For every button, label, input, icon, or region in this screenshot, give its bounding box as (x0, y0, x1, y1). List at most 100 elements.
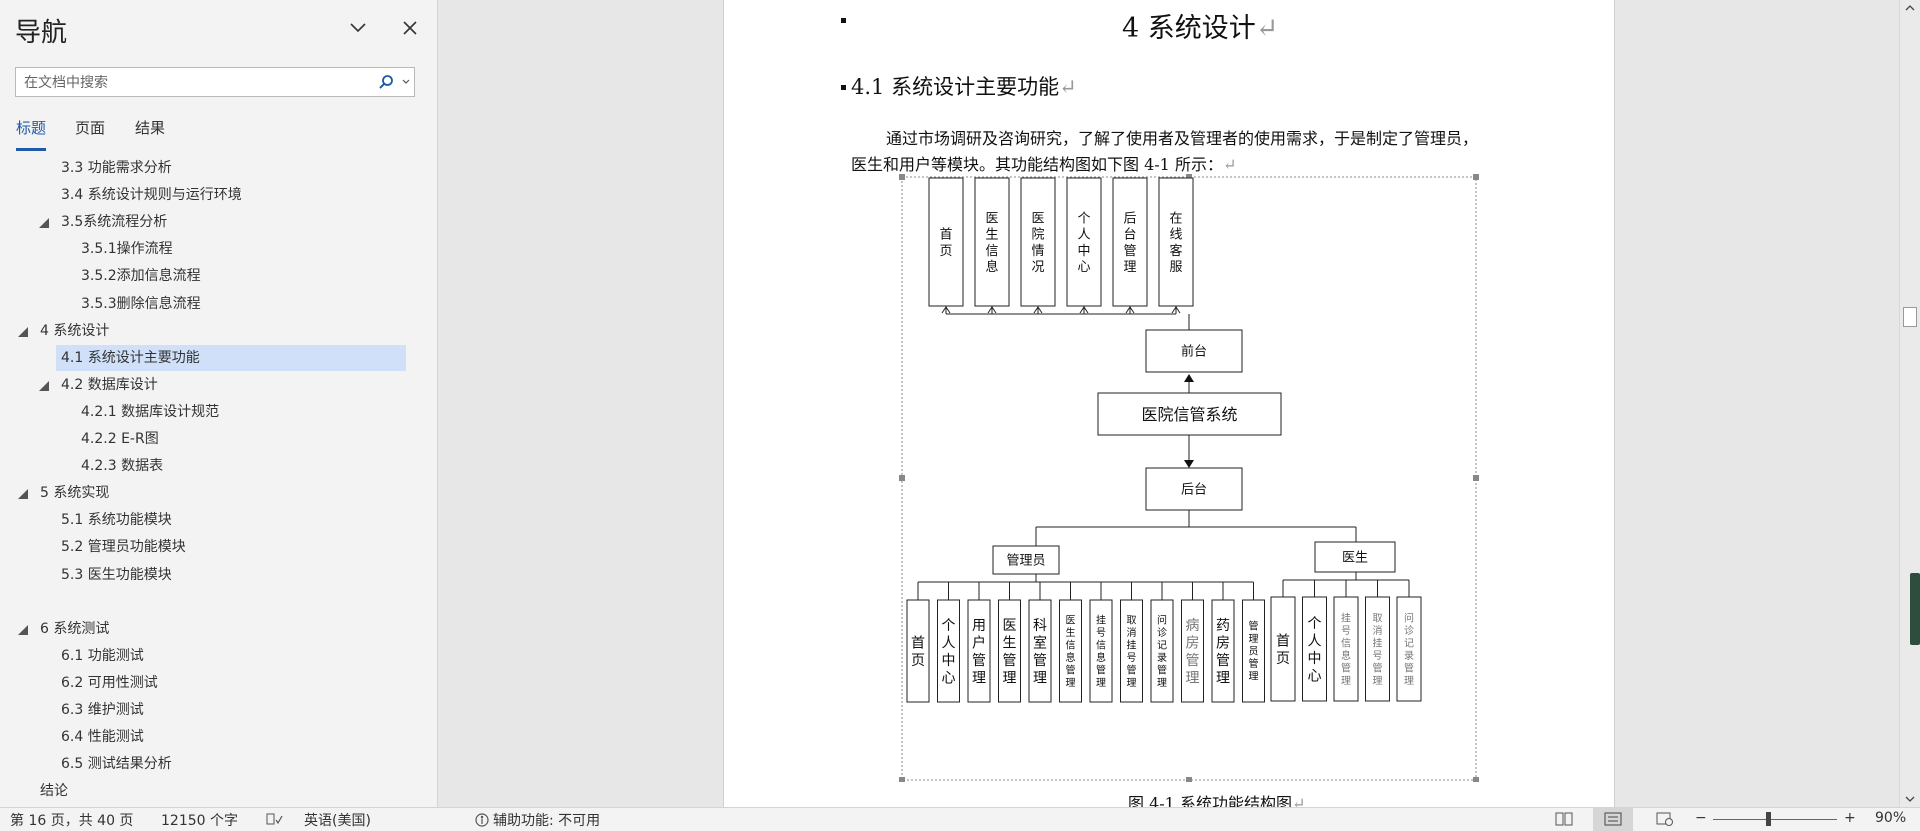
nav-tree-label: 4.2.3 数据表 (81, 458, 164, 475)
resize-handle[interactable] (899, 777, 905, 782)
admin-module-box[interactable] (1242, 599, 1265, 703)
nav-tree-item[interactable]: 3.4 系统设计规则与运行环境 (61, 182, 242, 208)
nav-tree-item[interactable]: 3.5.3删除信息流程 (81, 291, 201, 317)
nav-tree-item[interactable]: 结论 (40, 778, 68, 804)
front-box-label: 前台 (1181, 344, 1207, 360)
nav-tree-item[interactable]: 5.1 系统功能模块 (61, 507, 172, 533)
nav-tree-label: 6.5 测试结果分析 (61, 756, 172, 773)
expand-toggle-icon[interactable] (18, 326, 28, 337)
function-structure-figure[interactable]: 首页医生信息医院情况个人中心后台管理在线客服前台医院信管系统后台管理员医生首页个… (894, 172, 1485, 782)
nav-tree-item[interactable]: 6.5 测试结果分析 (61, 751, 172, 777)
nav-tree-item[interactable]: 4.2.3 数据表 (81, 453, 163, 479)
admin-module-box[interactable] (1211, 599, 1235, 703)
word-count[interactable]: 12150 个字 (161, 813, 238, 829)
page-count[interactable]: 第 16 页，共 40 页 (10, 813, 134, 829)
language[interactable]: 英语(美国) (304, 813, 371, 829)
doctor-module-box[interactable] (1270, 596, 1296, 702)
expand-toggle-icon[interactable] (18, 489, 28, 500)
tab-pages[interactable]: 页面 (75, 119, 106, 137)
front-module-box[interactable] (1020, 177, 1056, 307)
vertical-scrollbar[interactable] (1899, 0, 1920, 807)
nav-tree-item[interactable]: 6.3 维护测试 (61, 697, 144, 723)
nav-tree-item[interactable]: 3.5.1操作流程 (81, 236, 173, 262)
zoom-slider[interactable] (1713, 819, 1837, 820)
search-input[interactable] (22, 71, 376, 95)
tab-headings[interactable]: 标题 (16, 118, 47, 151)
expand-toggle-icon[interactable] (39, 218, 49, 229)
admin-module-box-label: 个人中心 (942, 618, 956, 687)
admin-module-box[interactable] (1089, 599, 1113, 703)
front-box[interactable] (1145, 329, 1243, 373)
front-module-box[interactable] (974, 177, 1010, 307)
arrow-head (1079, 306, 1089, 314)
side-panel-handle[interactable] (1910, 573, 1920, 645)
front-module-box[interactable] (1158, 177, 1194, 307)
read-mode-icon[interactable] (1555, 812, 1573, 826)
search-icon[interactable] (378, 74, 394, 90)
arrow-head (987, 306, 997, 314)
web-layout-icon[interactable] (1656, 812, 1674, 826)
document-page[interactable]: 4 系统设计↵ 4.1 系统设计主要功能↵ 通过市场调研及咨询研究，了解了使用者… (723, 0, 1615, 807)
nav-tree-item[interactable]: 3.5系统流程分析 (61, 209, 167, 235)
admin-module-box[interactable] (1181, 599, 1204, 703)
zoom-slider-thumb[interactable] (1766, 812, 1771, 826)
admin-module-box[interactable] (998, 599, 1021, 703)
nav-tree-item[interactable]: 5 系统实现 (40, 480, 109, 506)
admin-box[interactable] (992, 545, 1060, 575)
doctor-module-box[interactable] (1333, 596, 1359, 702)
resize-handle[interactable] (1473, 777, 1479, 782)
zoom-in-button[interactable]: + (1844, 810, 1856, 826)
admin-module-box[interactable] (1150, 599, 1174, 703)
front-module-box[interactable] (1112, 177, 1148, 307)
print-layout-button[interactable] (1593, 808, 1633, 831)
nav-tree-item[interactable]: 4.1 系统设计主要功能 (56, 344, 406, 371)
chevron-down-icon[interactable] (344, 14, 372, 42)
admin-module-box[interactable] (1028, 599, 1052, 703)
front-module-box[interactable] (928, 177, 964, 307)
root-box[interactable] (1097, 392, 1282, 436)
close-icon[interactable] (396, 14, 424, 42)
scroll-thumb[interactable] (1903, 307, 1917, 327)
doctor-box[interactable] (1314, 541, 1396, 573)
doctor-module-box[interactable] (1302, 596, 1327, 702)
resize-handle[interactable] (1186, 777, 1192, 782)
expand-toggle-icon[interactable] (18, 624, 28, 635)
front-module-box[interactable] (1066, 177, 1102, 307)
nav-tree-item[interactable]: 4 系统设计 (40, 318, 109, 344)
admin-module-box[interactable] (906, 599, 930, 703)
zoom-out-button[interactable]: − (1695, 810, 1707, 826)
doctor-module-box[interactable] (1396, 596, 1422, 702)
proofing-icon[interactable] (266, 812, 283, 827)
resize-handle[interactable] (1186, 174, 1192, 180)
nav-tree-item[interactable]: 4.2.1 数据库设计规范 (81, 399, 219, 425)
admin-module-box[interactable] (967, 599, 991, 703)
resize-handle[interactable] (1473, 174, 1479, 180)
admin-module-box[interactable] (1120, 599, 1143, 703)
nav-tree-item[interactable]: 3.3 功能需求分析 (61, 155, 172, 181)
expand-toggle-icon[interactable] (39, 380, 49, 391)
nav-tree-item[interactable]: 5.2 管理员功能模块 (61, 534, 186, 560)
nav-tree-item[interactable]: 6.1 功能测试 (61, 643, 144, 669)
nav-tree-item[interactable]: 4.2 数据库设计 (61, 372, 158, 398)
nav-tree-item[interactable]: 6.2 可用性测试 (61, 670, 158, 696)
resize-handle[interactable] (899, 174, 905, 180)
nav-tree-item[interactable]: 5.3 医生功能模块 (61, 562, 172, 588)
nav-tree-item[interactable]: 4.2.2 E-R图 (81, 426, 159, 452)
admin-module-box[interactable] (937, 599, 960, 703)
tab-results[interactable]: 结果 (135, 119, 166, 137)
nav-tree-item[interactable]: 6.4 性能测试 (61, 724, 144, 750)
zoom-level[interactable]: 90% (1875, 810, 1907, 826)
chevron-down-icon[interactable] (401, 77, 411, 87)
nav-tree-item[interactable]: 6 系统测试 (40, 616, 109, 642)
nav-tree-item[interactable]: 3.5.2添加信息流程 (81, 263, 201, 289)
resize-handle[interactable] (899, 475, 905, 481)
back-box[interactable] (1145, 467, 1243, 511)
doctor-module-box[interactable] (1365, 596, 1390, 702)
admin-module-box[interactable] (1059, 599, 1082, 703)
accessibility-status[interactable]: 辅助功能: 不可用 (493, 813, 601, 829)
scroll-up-icon[interactable] (1904, 2, 1916, 14)
resize-handle[interactable] (1473, 475, 1479, 481)
accessibility-icon[interactable] (474, 812, 490, 828)
admin-module-box-label: 病房管理 (1186, 618, 1200, 687)
scroll-down-icon[interactable] (1904, 793, 1916, 805)
